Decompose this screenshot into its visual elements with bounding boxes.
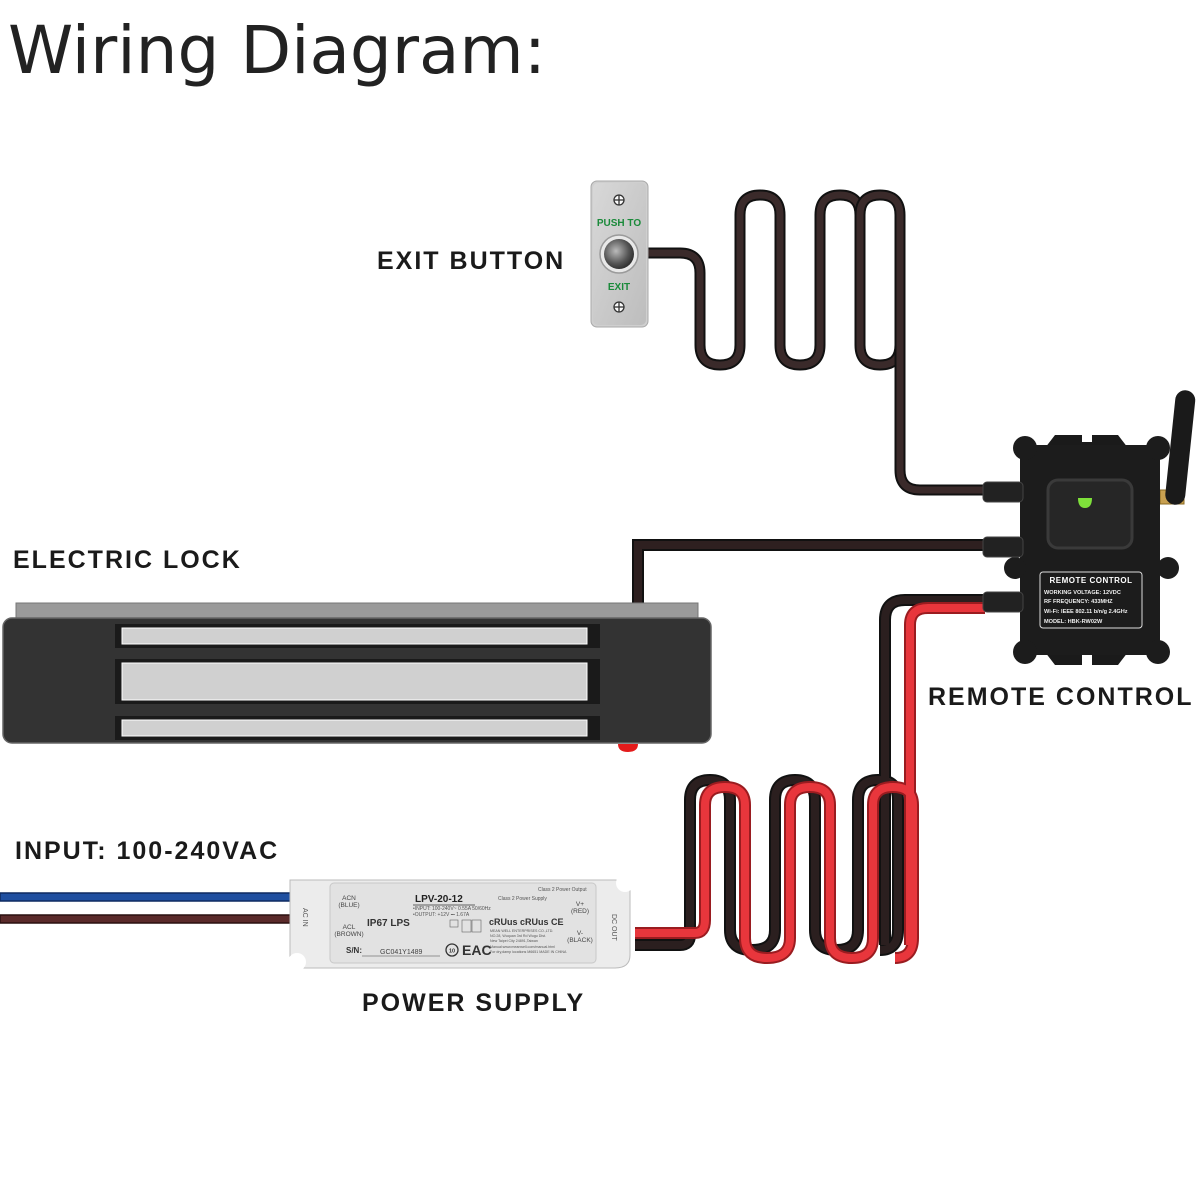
type-text: IP67 LPS [367,918,410,929]
power-cable-red [635,602,985,965]
spec-line: RF FREQUENCY: 433MHZ [1044,599,1113,605]
exit-text: EXIT [608,282,630,293]
exit-button-label: EXIT BUTTON [377,247,566,275]
spec-plate [1039,571,1143,629]
blue-wire [0,892,293,902]
connector-port [982,591,1024,613]
rating-text: 10 [449,949,455,955]
power-supply-label: POWER SUPPLY [362,989,586,1017]
brown-wire [0,914,293,924]
electric-lock-device [2,602,712,752]
acn-text: ACN [342,895,356,902]
vplus-color-text: (RED) [571,908,589,915]
vminus-text: V- [577,930,583,937]
city-text: New Taipei City 24891,Taiwan [490,939,538,943]
model-text: LPV-20-12 [415,894,463,905]
address-text: NO.28, Wuquan 3rd Rd Wugu Dist. [490,934,546,938]
remote-control-label: REMOTE CONTROL [928,683,1194,711]
ac-input-wires [0,892,293,924]
page-title: Wiring Diagram: [8,12,546,89]
manufacturer-text: MEAN WELL ENTERPRISES CO.,LTD. [490,929,553,933]
spec-line: Wi-Fi: IEEE 802.11 b/n/g 2.4GHz [1044,609,1128,615]
exit-button-device[interactable]: PUSH TO EXIT [590,180,649,328]
vplus-text: V+ [576,901,584,908]
ac-in-text: AC IN [301,908,308,927]
status-led-icon [618,744,638,752]
manual-text: Manual:www.meanwell.com/manual.html [490,945,555,949]
antenna-icon [1165,390,1196,505]
lock-cable [632,539,985,605]
acl-text: ACL [343,924,356,931]
power-cable-black [635,594,985,957]
electric-lock-label: ELECTRIC LOCK [13,546,242,574]
acn-color-text: (BLUE) [338,902,359,909]
push-to-text: PUSH TO [597,218,641,229]
class-supply-text: Class 2 Power Supply [498,896,547,902]
class-output-text: Class 2 Power Output [538,887,587,893]
serial-value: GC041Y1489 [380,949,423,956]
efficiency-rating-icon [445,943,459,957]
spec-line: WORKING VOLTAGE: 12VDC [1044,590,1121,596]
certification-marks: cRUus cRUus CE [489,917,564,927]
armature-plate [15,602,699,620]
dc-out-text: DC OUT [610,914,617,942]
push-button-knob[interactable] [604,239,634,269]
exit-button-cable [648,189,985,496]
input-spec-text: •INPUT: 100-240V~ 0.55A 50/60Hz [413,906,491,912]
connector-port [982,536,1024,558]
acl-color-text: (BROWN) [334,931,363,938]
connector-port [982,481,1024,503]
serial-label: S/N: [346,946,362,955]
remote-control-device: REMOTE CONTROL WORKING VOLTAGE: 12VDC RF… [982,390,1196,669]
power-supply-device: AC IN DC OUT ACN (BLUE) ACL (BROWN) LPV-… [288,874,634,971]
output-spec-text: •OUTPUT: +12V ⎓ 1.67A [413,912,470,918]
led-indicator-icon [1078,498,1092,508]
input-voltage-label: INPUT: 100-240VAC [15,837,280,865]
usage-text: For dry,damp locations M6651 MADE IN CHI… [490,950,567,954]
eac-mark: EAC [462,942,492,958]
spec-plate-title: REMOTE CONTROL [1050,576,1133,585]
spec-line: MODEL: HBK-RW02W [1044,619,1103,625]
vminus-color-text: (BLACK) [567,937,593,944]
